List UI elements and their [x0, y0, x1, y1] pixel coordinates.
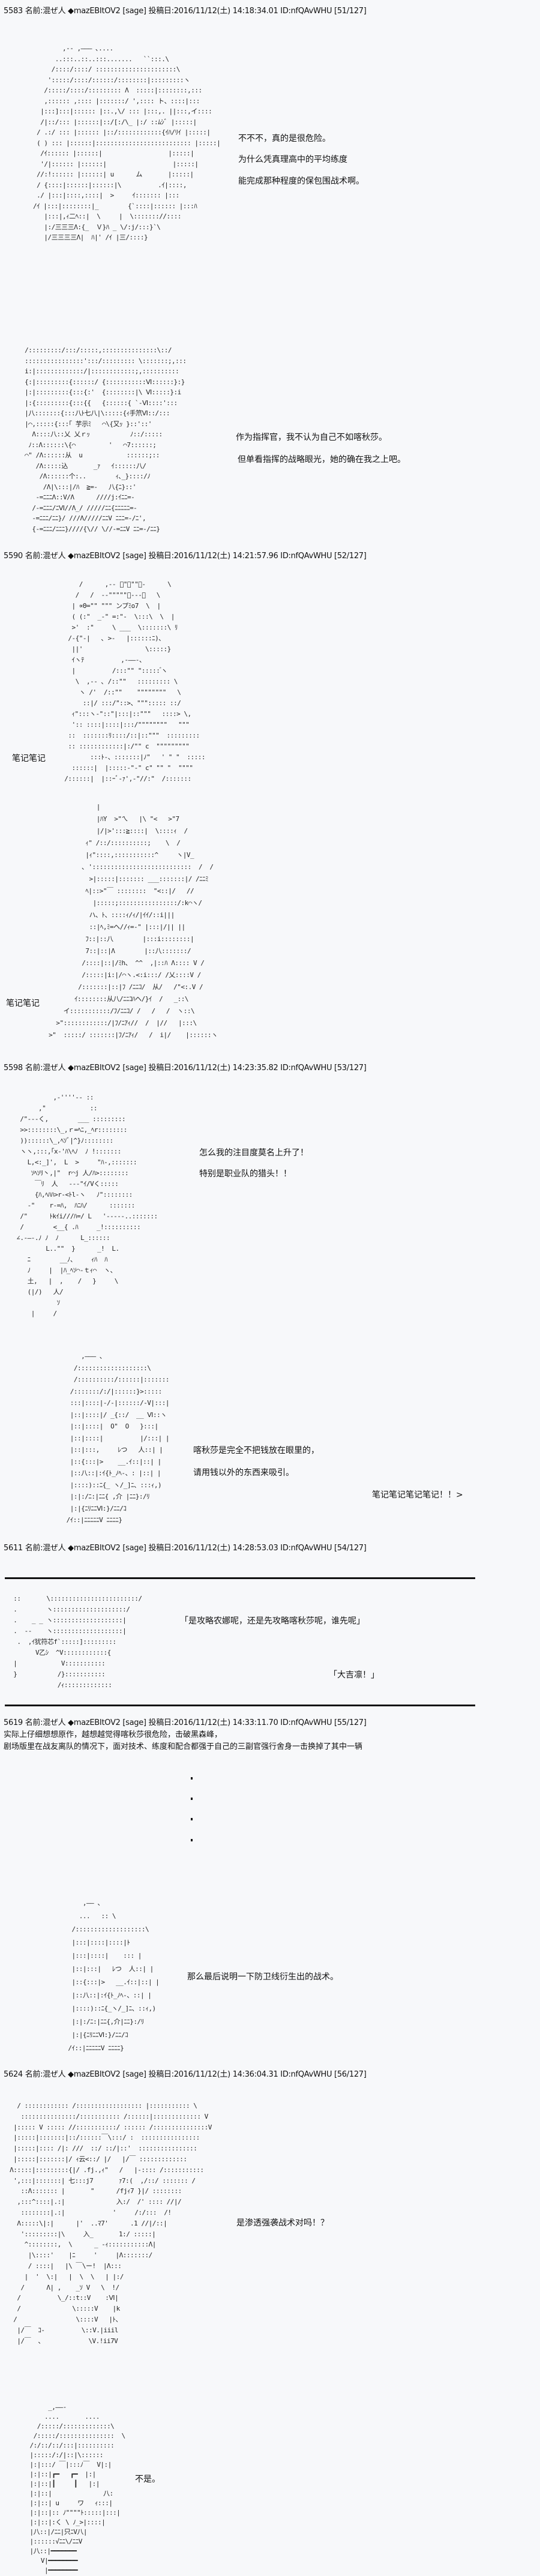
separator-line: [5, 1705, 475, 1706]
ascii-art-character: / ,-- ﾞ"￣""ｰ- \ / / --"""""ﾞ---、 \ | ∝Θ=…: [64, 580, 206, 783]
note-text: 笔记笔记: [6, 999, 40, 1008]
body-line: 实际上仔细想想原作，越想越觉得喀秋莎很危险，击破黑森峰，: [4, 1730, 223, 1739]
post-header-5590: 5590 名前:混ぜ人 ◆mazEBItOV2 [sage] 投稿日:2016/…: [4, 552, 367, 561]
ascii-art-character: _,――- .... .... /:::::/:::::::::::::\ /:…: [29, 2403, 125, 2574]
ascii-art-character: | |ﾊY >"ㄟ |\ "< >"7 |/|>':::≧::::| \::::…: [49, 803, 218, 1039]
dialogue-line: 不是。: [135, 2475, 160, 2484]
ascii-art-character: :: \::::::::::::::::::::::::/ . ヽ:::::::…: [13, 1595, 142, 1689]
ascii-art-character: / :::::::::::: /:::::::::::::::::: |::::…: [10, 2102, 212, 2345]
ascii-art-character: /:::::::::/:::/:::::,:::::::::::::::\::/…: [25, 346, 187, 533]
dialogue-line: 「是攻略农娜呢，还是先攻略喀秋莎呢，谁先呢」: [180, 1616, 365, 1626]
separator-line: [5, 1577, 475, 1579]
dialogue-line: 请用钱以外的东西来吸引。: [193, 1468, 294, 1478]
dialogue-line: 怎么我的注目度莫名上升了！: [199, 1148, 308, 1158]
dialogue-line: 喀秋莎是完全不把钱放在眼里的，: [193, 1446, 319, 1455]
dialogue-line: 「大吉凛！」: [329, 1670, 379, 1680]
ellipsis-dot: [191, 1818, 193, 1820]
ascii-art-character: ,―― 、 ... :: \ /:::::::::::::::::::\ |::…: [68, 1899, 160, 2052]
dialogue-line: 那么最后说明一下防卫线衍生出的战术。: [187, 1972, 338, 1982]
dialogue-line: 为什么凭真理高中的平均练度: [238, 155, 347, 164]
dialogue-line: 不不不，真的是很危险。: [238, 134, 331, 143]
note-text: 笔记笔记: [12, 754, 46, 763]
post-header-5619: 5619 名前:混ぜ人 ◆mazEBItOV2 [sage] 投稿日:2016/…: [4, 1718, 367, 1727]
ascii-art-character: ,-''''-- :: ," :: /"---く, ___ ::::::::: …: [16, 1094, 158, 1317]
ascii-art-character: ,-- ,――― ､.... ..:::..::..:::....... ``:…: [33, 44, 221, 241]
ellipsis-dot: [191, 1798, 193, 1800]
dialogue-line: 特别是职业队的猎头！！: [199, 1169, 292, 1179]
dialogue-line: 是渗透强袭战术对吗！？: [236, 2218, 329, 2228]
note-text: 笔记笔记笔记笔记！！>: [372, 1490, 463, 1500]
body-line: 剧场版里在战友离队的情况下，面对技术、练度和配合都强于自己的三副官强行舍身一击换…: [4, 1742, 363, 1751]
dialogue-line: 能完成那种程度的保包围战术啊。: [238, 176, 364, 186]
ellipsis-dot: [191, 1777, 193, 1780]
dialogue-line: 但单看指挥的战略眼光，她的确在我之上吧。: [238, 455, 406, 465]
post-header-5583: 5583 名前:混ぜ人 ◆mazEBItOV2 [sage] 投稿日:2016/…: [4, 7, 367, 16]
post-header-5611: 5611 名前:混ぜ人 ◆mazEBItOV2 [sage] 投稿日:2016/…: [4, 1544, 367, 1553]
dialogue-line: 作为指挥官，我不认为自己不如喀秋莎。: [236, 433, 387, 442]
post-header-5598: 5598 名前:混ぜ人 ◆mazEBItOV2 [sage] 投稿日:2016/…: [4, 1064, 367, 1073]
ascii-art-character: ,――― 、 /:::::::::::::::::::\ /::::::::::…: [66, 1352, 170, 1524]
ellipsis-dot: [191, 1839, 193, 1841]
post-header-5624: 5624 名前:混ぜ人 ◆mazEBItOV2 [sage] 投稿日:2016/…: [4, 2070, 367, 2079]
